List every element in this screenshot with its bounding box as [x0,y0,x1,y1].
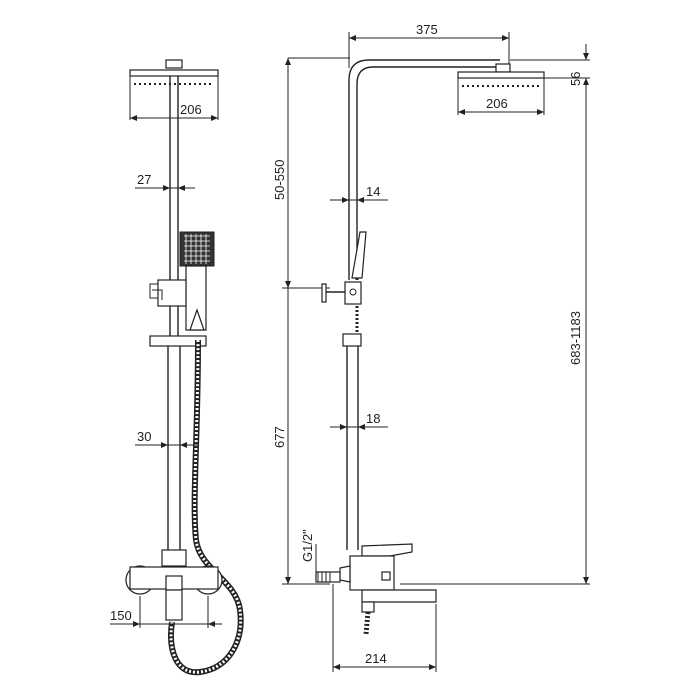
side-overall-height-label: 683-1183 [568,311,583,365]
side-lower-pipe-label: 18 [366,411,380,426]
side-diverter [321,281,362,305]
front-inlet-label: 150 [110,608,132,623]
front-hand-shower [179,231,215,331]
front-head-width-label: 206 [180,102,202,117]
side-mixer [315,543,437,635]
side-slider-holder [342,333,362,347]
side-upper-pipe-label: 14 [366,184,380,199]
side-head-width-label: 206 [486,96,508,111]
front-diverter [149,279,187,307]
side-arm [348,59,500,280]
front-view: 206 27 [110,59,244,676]
side-lower-height-label: 677 [272,426,287,448]
front-hose [168,339,244,676]
side-upper-adjust-label: 50-550 [272,160,287,200]
front-slider-label: 27 [137,172,151,187]
front-slider-holder [149,335,207,347]
side-thickness-label: 56 [568,72,583,86]
side-shower-head [457,63,545,115]
side-mixer-depth-label: 214 [365,651,387,666]
side-view: 375 206 56 683-1183 50-550 677 [272,22,590,672]
side-reach-label: 375 [416,22,438,37]
front-pipe-label: 30 [137,429,151,444]
side-thread-label: G1/2" [300,529,315,562]
front-shower-head [129,59,219,120]
front-mixer [125,549,223,621]
